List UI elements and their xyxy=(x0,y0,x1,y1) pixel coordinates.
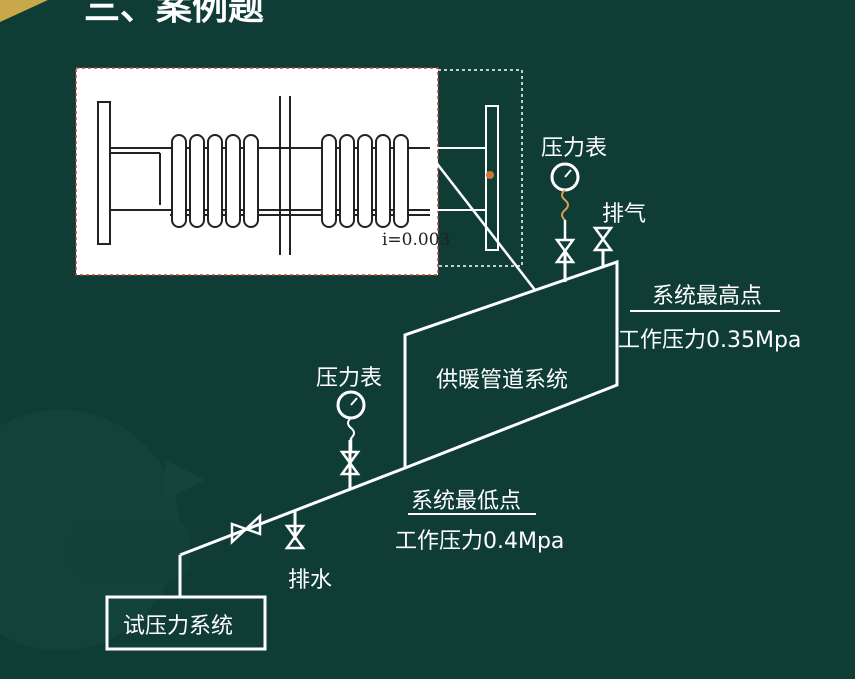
gauge-bottom-icon xyxy=(336,390,366,452)
valve-vent[interactable] xyxy=(592,226,614,252)
drain-label: 排水 xyxy=(288,568,333,593)
pressure-high-label: 工作压力0.35Mpa xyxy=(618,328,802,353)
highest-point-label: 系统最高点 xyxy=(652,284,763,309)
right-riser xyxy=(485,105,499,251)
system-name-label: 供暖管道系统 xyxy=(436,368,569,393)
lowest-point-label: 系统最低点 xyxy=(411,489,522,514)
lowest-point-underline xyxy=(408,513,536,515)
gauge-top-icon xyxy=(550,162,580,240)
test-system-box xyxy=(105,595,267,651)
valve-gauge-bottom[interactable] xyxy=(339,450,361,476)
test-system-label: 试压力系统 xyxy=(123,614,234,639)
valve-gauge-top[interactable] xyxy=(554,238,576,264)
gauge-top-label: 压力表 xyxy=(541,136,608,161)
mascot-watermark xyxy=(0,410,205,650)
left-riser xyxy=(97,101,111,245)
slope-label: i=0.003 xyxy=(382,230,451,250)
radiator-inset xyxy=(75,67,523,276)
inset-border-2 xyxy=(431,69,523,267)
valve-inline[interactable] xyxy=(230,513,262,545)
page-title: 三、案例题 xyxy=(84,0,265,28)
inset-border xyxy=(75,67,439,276)
gauge-bottom-label: 压力表 xyxy=(316,366,383,391)
pressure-low-label: 工作压力0.4Mpa xyxy=(395,529,565,554)
leader-line xyxy=(427,151,536,291)
title-accent-shape xyxy=(0,0,48,22)
heating-pipe-system xyxy=(178,250,619,598)
vent-label: 排气 xyxy=(602,202,647,227)
highest-point-underline xyxy=(630,310,780,312)
valve-drain[interactable] xyxy=(284,524,306,550)
